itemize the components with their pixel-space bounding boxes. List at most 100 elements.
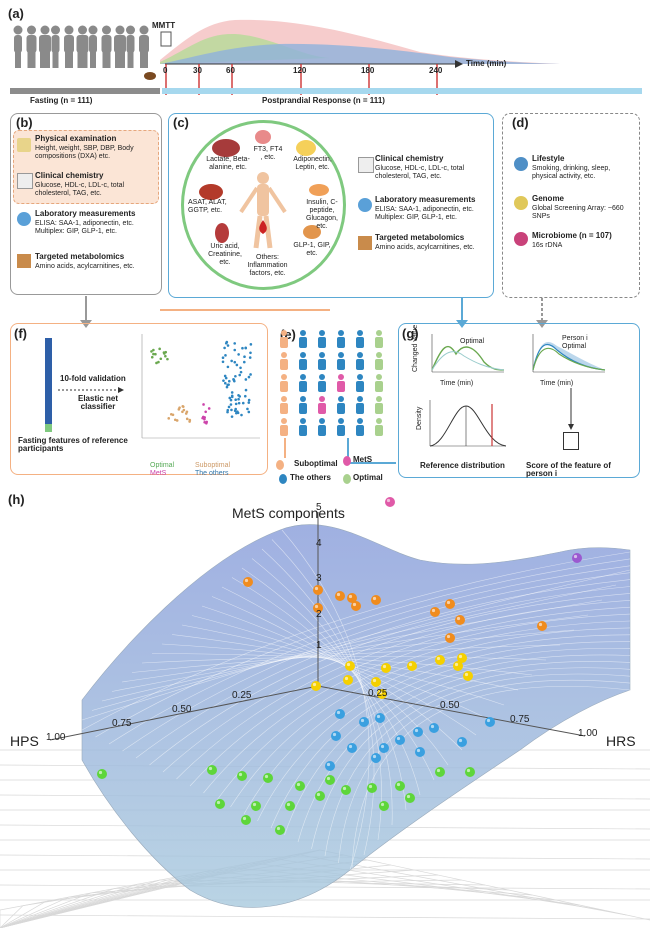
organ-adipose-text: Adiponectin, Leptin, etc.	[293, 156, 332, 171]
person-icon	[337, 374, 345, 392]
person-icon	[280, 330, 288, 348]
organ-kidney-text: Uric acid, Creatinine, etc.	[208, 243, 242, 266]
e-others: The others	[290, 473, 331, 482]
f-dot	[234, 411, 238, 415]
c-metabolomics-icon	[358, 236, 372, 250]
connectors	[80, 296, 548, 328]
f-dot	[224, 381, 227, 385]
h-sphere	[457, 653, 467, 663]
b-cc-title: Clinical chemistry	[35, 171, 104, 180]
panel-d-label: (d)	[512, 115, 529, 130]
h-sphere	[375, 713, 385, 723]
h-sphere	[465, 767, 475, 777]
panel-h-label: (h)	[8, 492, 25, 507]
tick-240: 240	[429, 66, 443, 75]
f-dot	[244, 388, 248, 392]
h-hrs-tick-100: 1.00	[578, 728, 598, 739]
h-sphere	[341, 785, 351, 795]
f-dot	[221, 360, 225, 364]
thyroid-icon	[255, 130, 271, 144]
postprandial-label: Postprandial Response (n = 111)	[262, 96, 385, 105]
e-optimal: Optimal	[353, 473, 383, 482]
g-legend1: Optimal	[460, 338, 485, 345]
h-sphere	[407, 661, 417, 671]
e-suboptimal: Suboptimal	[294, 459, 338, 468]
h-hrs-label: HRS	[606, 733, 636, 749]
f-dot	[152, 352, 155, 356]
f-dot	[201, 416, 204, 420]
tick-60: 60	[226, 66, 235, 75]
g-density-label: Density	[416, 406, 423, 430]
f-dot	[224, 341, 228, 345]
h-sphere	[445, 633, 455, 643]
f-dot	[162, 351, 166, 354]
person-silhouette-icon	[101, 25, 112, 68]
f-dot	[150, 355, 154, 359]
h-sphere	[215, 799, 225, 809]
f-dot	[230, 408, 233, 412]
f-dot	[232, 378, 236, 382]
f-dot	[229, 398, 233, 402]
organ-pancreas-text: Insulin, C-peptide, Glucagon, etc.	[306, 199, 338, 230]
mmtt-cup-icon	[160, 31, 172, 47]
person-icon	[280, 396, 288, 414]
h-sphere	[381, 663, 391, 673]
h-hps-label: HPS	[10, 733, 39, 749]
f-dot	[164, 354, 167, 358]
person-icon	[375, 374, 383, 392]
h-sphere	[485, 717, 495, 727]
f-legend-suboptimal: Suboptimal	[195, 462, 231, 469]
person-icon	[337, 396, 345, 414]
person-icon	[280, 418, 288, 436]
h-ztick-2: 2	[316, 609, 322, 620]
f-dot	[227, 383, 230, 386]
c-lab-icon	[358, 198, 372, 212]
h-sphere	[429, 723, 439, 733]
b-pe-title: Physical examination	[35, 134, 117, 143]
e-suboptimal-icon	[276, 460, 284, 470]
person-silhouette-icon	[51, 25, 60, 68]
h-sphere	[453, 661, 463, 671]
f-dot	[181, 410, 184, 414]
g-legend2-optimal: Optimal	[562, 343, 587, 350]
f-dot	[230, 395, 234, 399]
h-sphere	[405, 793, 415, 803]
person-icon	[337, 352, 345, 370]
postprandial-bar	[162, 88, 642, 94]
h-sphere	[435, 655, 445, 665]
h-sphere	[313, 603, 323, 613]
organ-thyroid-text: FT3, FT4 , etc.	[253, 146, 283, 161]
f-dot	[249, 351, 252, 355]
d-mb-title: Microbiome (n = 107)	[532, 231, 612, 240]
tick-30: 30	[193, 66, 202, 75]
f-dot	[227, 379, 231, 383]
intestine-icon	[303, 225, 321, 239]
f-dot	[223, 346, 226, 350]
g-xlab1: Time (min)	[440, 380, 474, 387]
f-dot	[152, 348, 155, 352]
f-dot	[167, 417, 171, 420]
f-dot	[244, 346, 248, 350]
f-dot	[233, 342, 237, 345]
f-dot	[202, 403, 205, 406]
b-pe-text: Height, weight, SBP, DBP, Body compositi…	[35, 145, 134, 160]
h-hrs-tick-075: 0.75	[510, 714, 530, 725]
e-people-grid	[280, 330, 396, 464]
kidney-icon	[215, 223, 229, 243]
h-sphere	[359, 717, 369, 727]
h-sphere	[241, 815, 251, 825]
h-hps-tick-100: 1.00	[46, 732, 66, 743]
h-sphere	[455, 615, 465, 625]
h-sphere	[207, 765, 217, 775]
person-silhouette-icon	[139, 25, 149, 68]
h-zlabel: MetS components	[232, 505, 345, 521]
f-dot	[229, 403, 233, 406]
g-legend2-person: Person i	[562, 335, 588, 342]
f-fasting-features: Fasting features of reference participan…	[18, 436, 128, 453]
h-sphere	[377, 689, 387, 699]
f-dot	[243, 394, 247, 398]
h-ztick-3: 3	[316, 573, 322, 584]
h-sphere	[251, 801, 261, 811]
h-sphere	[335, 709, 345, 719]
person-silhouette-icon	[88, 25, 98, 68]
